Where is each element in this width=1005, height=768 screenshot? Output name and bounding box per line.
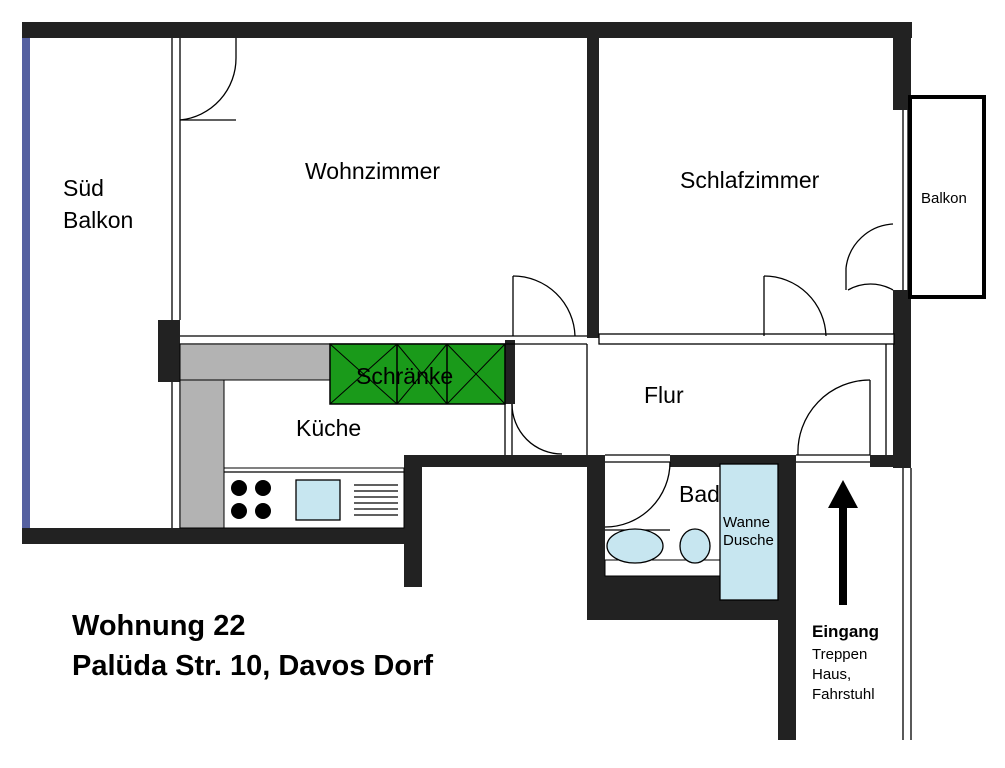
wall-entrance-left bbox=[778, 455, 796, 740]
sink-bath-icon bbox=[606, 528, 664, 564]
caption-line-2: Palüda Str. 10, Davos Dorf bbox=[72, 650, 433, 682]
label-wohnzimmer: Wohnzimmer bbox=[305, 158, 440, 184]
label-schlafzimmer: Schlafzimmer bbox=[680, 167, 820, 193]
wall-bath-left bbox=[587, 455, 605, 620]
label-bad: Bad bbox=[679, 481, 720, 507]
bathtub-icon bbox=[719, 463, 779, 601]
wall-bottom-left bbox=[22, 528, 422, 544]
wall-bath-top bbox=[670, 455, 720, 467]
label-dusche: Dusche bbox=[723, 532, 774, 549]
wall-pillar bbox=[158, 320, 180, 382]
bath-fixtures bbox=[604, 463, 779, 601]
bath-bottom-counter bbox=[605, 575, 720, 600]
balcony-glass bbox=[22, 38, 30, 528]
kitchen-counter bbox=[179, 343, 405, 529]
thin-lines bbox=[171, 38, 912, 740]
wall-living-bedroom bbox=[587, 38, 599, 338]
label-flur: Flur bbox=[644, 382, 684, 408]
sink-icon bbox=[295, 479, 341, 521]
toilet-icon bbox=[679, 528, 711, 564]
label-wanne: Wanne bbox=[723, 514, 770, 531]
wall-right-lower bbox=[893, 290, 911, 468]
room-labels: Süd Balkon Wohnzimmer Schlafzimmer Balko… bbox=[63, 158, 967, 549]
caption-line-1: Wohnung 22 bbox=[72, 610, 245, 642]
wall-flur-top bbox=[598, 333, 895, 345]
label-balkon: Balkon bbox=[921, 190, 967, 207]
right-balcony bbox=[908, 95, 986, 299]
wall-top bbox=[22, 22, 912, 38]
label-eingang: Eingang bbox=[812, 622, 879, 641]
caption: Wohnung 22 Palüda Str. 10, Davos Dorf bbox=[72, 610, 433, 682]
wall-below-flur bbox=[404, 455, 604, 467]
label-treppen: Treppen bbox=[812, 646, 867, 663]
drainboard-icon bbox=[354, 484, 398, 516]
entrance-labels: Eingang Treppen Haus, Fahrstuhl bbox=[812, 622, 879, 703]
label-haus: Haus, bbox=[812, 666, 851, 683]
wall-bath-bottom bbox=[587, 598, 787, 620]
label-sued-balkon-2: Balkon bbox=[63, 207, 133, 233]
wall-flur-bottom-right bbox=[870, 455, 911, 467]
stove-icon bbox=[231, 480, 271, 519]
label-schraenke: Schränke bbox=[356, 363, 453, 389]
label-sued-balkon-1: Süd bbox=[63, 175, 104, 201]
label-kueche: Küche bbox=[296, 415, 361, 441]
cabinets bbox=[329, 343, 506, 405]
wall-cabinet-end bbox=[505, 340, 515, 404]
walls bbox=[22, 22, 912, 740]
wall-kitchen-stub bbox=[404, 455, 422, 587]
label-fahrstuhl: Fahrstuhl bbox=[812, 686, 875, 703]
wall-right-upper bbox=[893, 22, 911, 110]
entrance-arrow-icon bbox=[828, 480, 858, 605]
